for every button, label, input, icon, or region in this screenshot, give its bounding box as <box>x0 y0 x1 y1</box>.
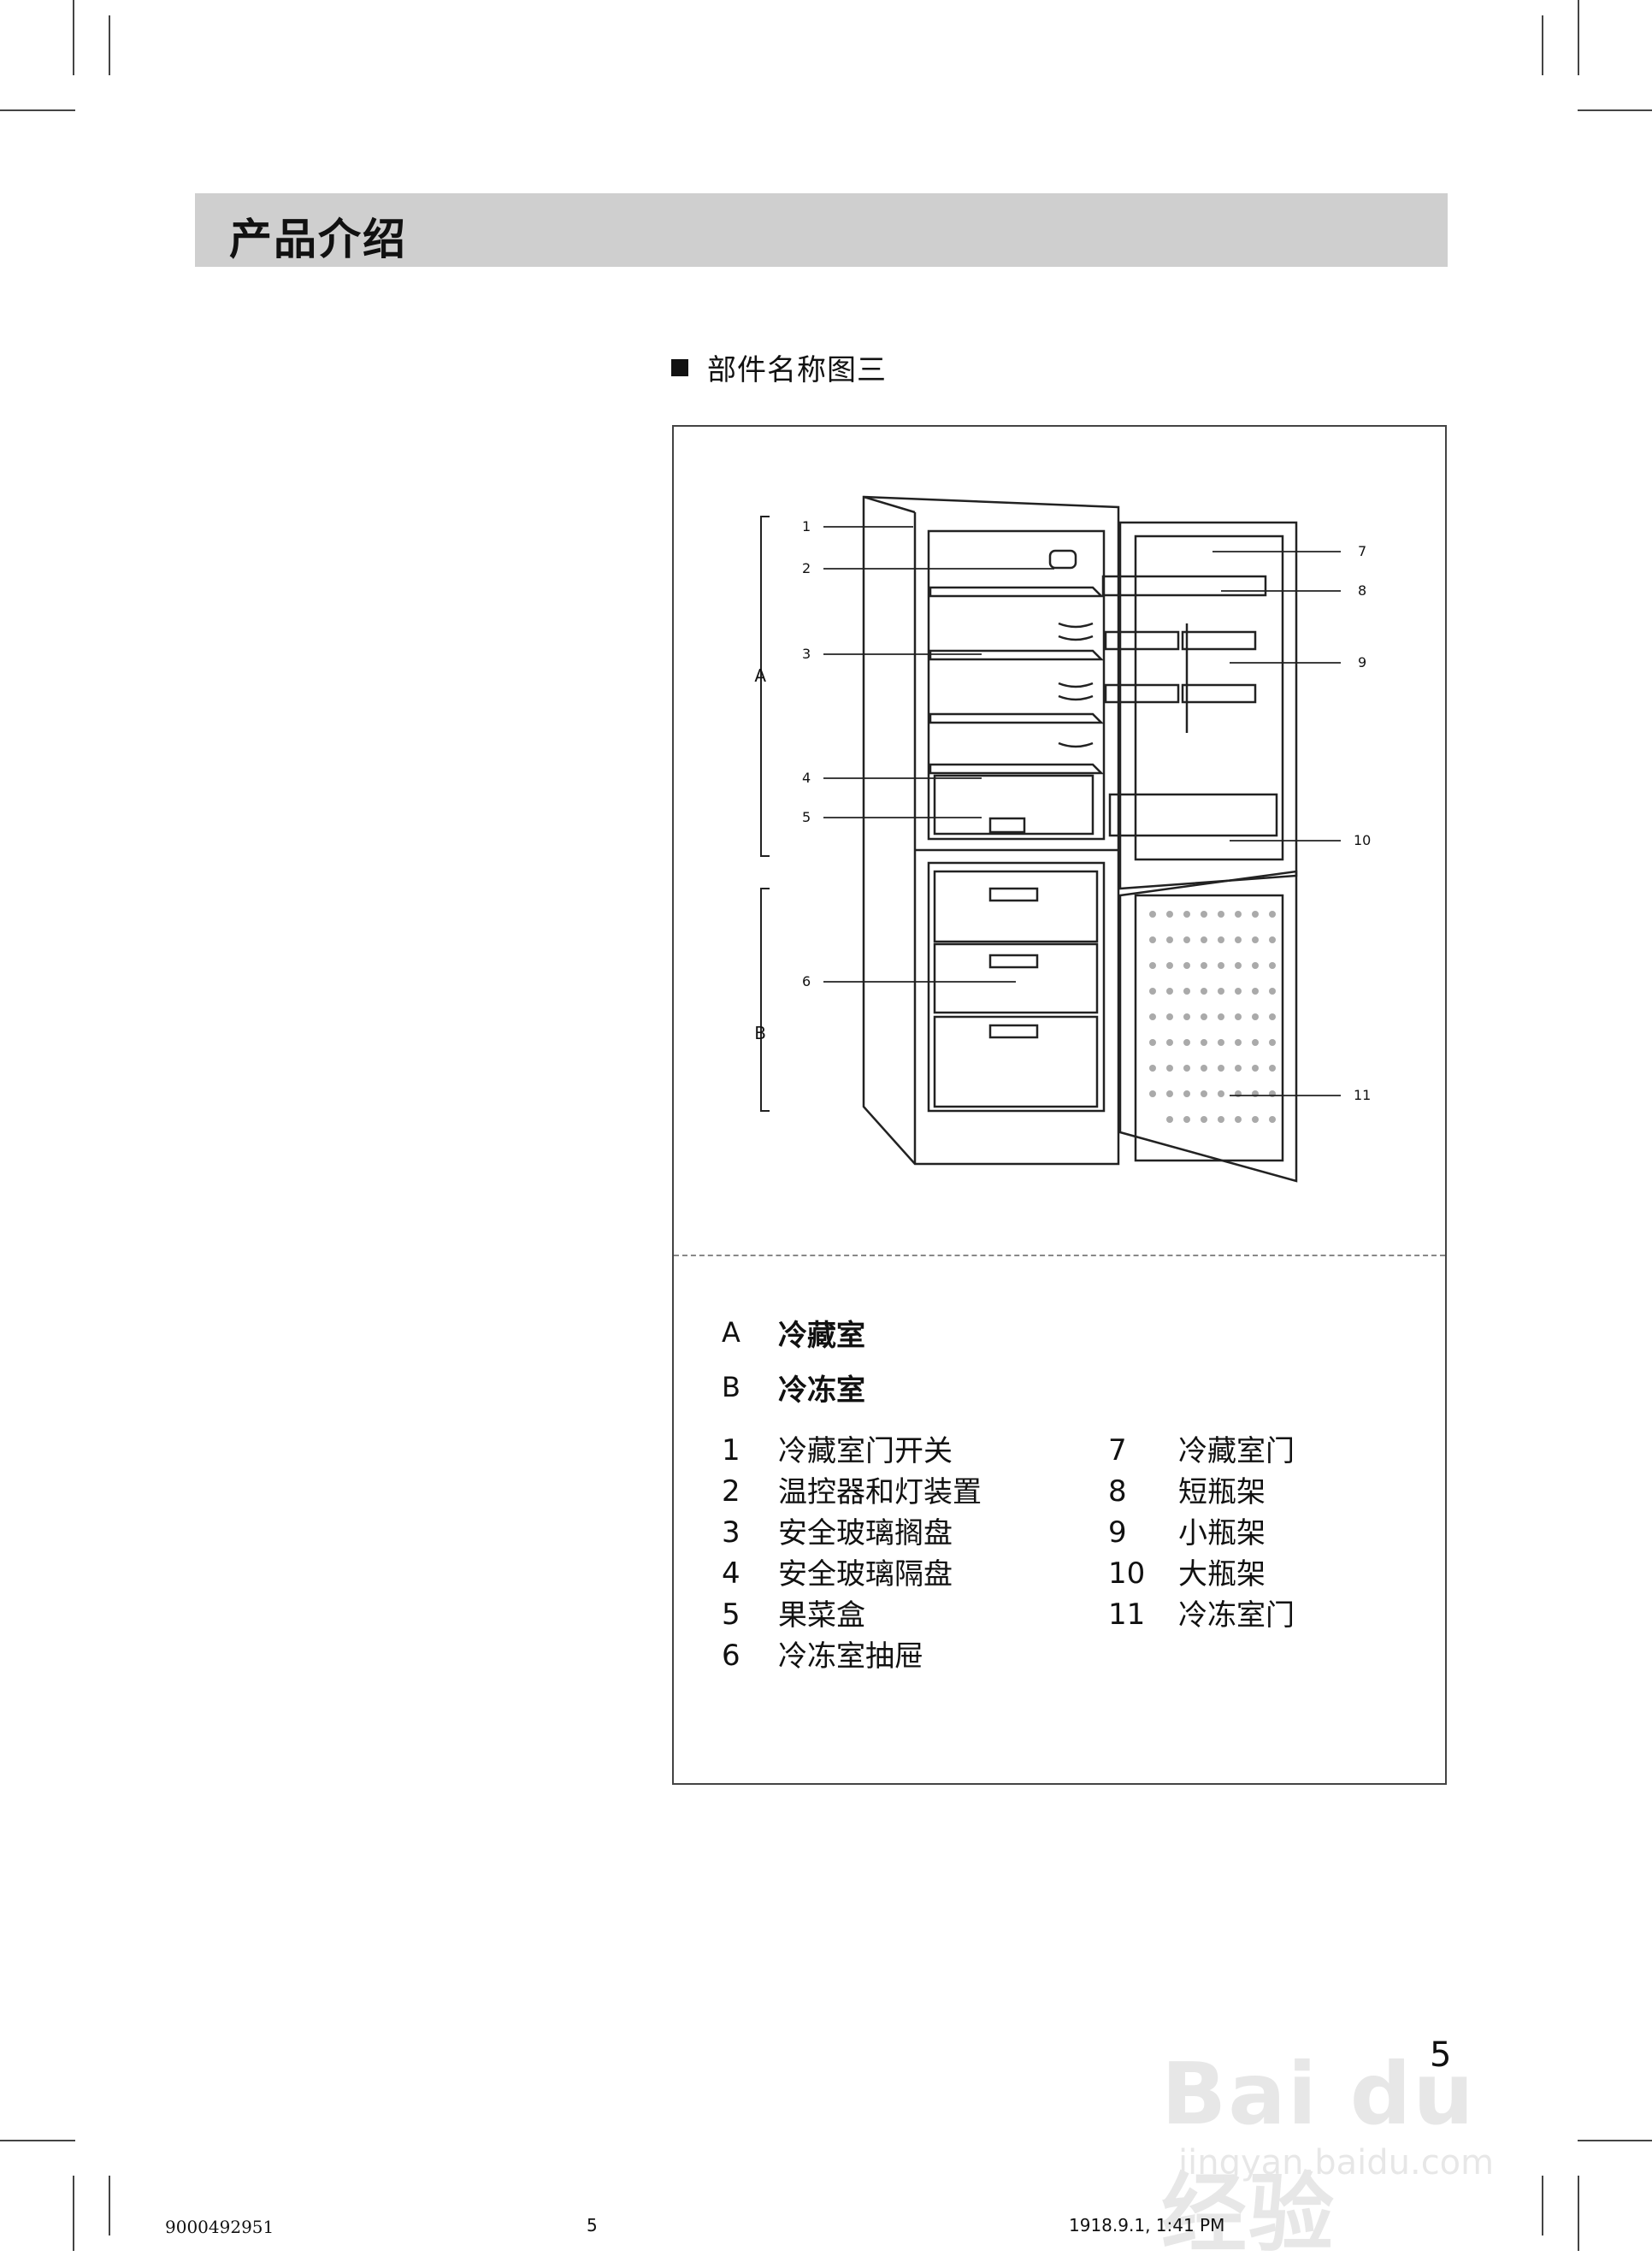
footer-doc-code: 9000492951 <box>165 2217 274 2237</box>
item-number: 11 <box>1108 1598 1145 1632</box>
crop-mark <box>109 15 110 75</box>
crop-mark <box>1578 2140 1652 2141</box>
item-label: 冷冻室抽屉 <box>778 1633 923 1674</box>
item-number: 4 <box>722 1556 740 1591</box>
page-title: 产品介绍 <box>229 205 407 267</box>
item-label: 果菜盒 <box>778 1592 865 1633</box>
item-label: 冷冻室门 <box>1178 1592 1295 1633</box>
page-number: 5 <box>1430 2035 1451 2075</box>
item-label: 安全玻璃搁盘 <box>778 1509 953 1551</box>
legend-compartment: 冷冻室 <box>778 1367 865 1409</box>
item-label: 安全玻璃隔盘 <box>778 1550 953 1592</box>
legend-key: B <box>722 1371 740 1403</box>
crop-mark <box>0 109 75 111</box>
section-heading-text: 部件名称图三 <box>707 346 887 388</box>
crop-mark <box>109 2176 110 2236</box>
footer-page: 5 <box>587 2215 598 2236</box>
item-number: 8 <box>1108 1474 1127 1509</box>
item-number: 3 <box>722 1515 740 1550</box>
header-band: 产品介绍 <box>195 193 1448 267</box>
item-label: 温控器和灯装置 <box>778 1468 982 1510</box>
item-label: 短瓶架 <box>1178 1468 1266 1510</box>
crop-mark <box>1542 15 1543 75</box>
baidu-watermark: Bai du 经验 jingyan.baidu.com <box>1161 2010 1563 2181</box>
crop-mark <box>1578 109 1652 111</box>
item-label: 大瓶架 <box>1178 1550 1266 1592</box>
item-number: 9 <box>1108 1515 1127 1550</box>
item-number: 1 <box>722 1433 740 1468</box>
legend-compartment: 冷藏室 <box>778 1312 865 1354</box>
legend-key: A <box>722 1316 740 1349</box>
crop-mark <box>1578 0 1579 75</box>
crop-mark <box>73 2176 74 2251</box>
crop-mark <box>73 0 74 75</box>
crop-mark <box>1578 2176 1579 2251</box>
legend: A 冷藏室 B 冷冻室 1 冷藏室门开关 2 温控器和灯装置 3 安全玻璃搁盘 … <box>674 427 1445 1783</box>
item-label: 冷藏室门 <box>1178 1427 1295 1469</box>
item-label: 冷藏室门开关 <box>778 1427 953 1469</box>
item-number: 10 <box>1108 1556 1145 1591</box>
section-heading: 部件名称图三 <box>671 346 887 388</box>
item-number: 6 <box>722 1639 740 1673</box>
watermark-sub: jingyan.baidu.com <box>1178 2143 1494 2182</box>
item-label: 小瓶架 <box>1178 1509 1266 1551</box>
item-number: 5 <box>722 1598 740 1632</box>
bullet-square-icon <box>671 359 688 376</box>
footer-timestamp: 1918.9.1, 1:41 PM <box>1069 2215 1224 2236</box>
item-number: 2 <box>722 1474 740 1509</box>
item-number: 7 <box>1108 1433 1127 1468</box>
parts-figure: 1 2 3 4 5 6 7 8 9 10 11 A B A 冷藏室 B 冷冻室 … <box>672 425 1447 1785</box>
crop-mark <box>0 2140 75 2141</box>
